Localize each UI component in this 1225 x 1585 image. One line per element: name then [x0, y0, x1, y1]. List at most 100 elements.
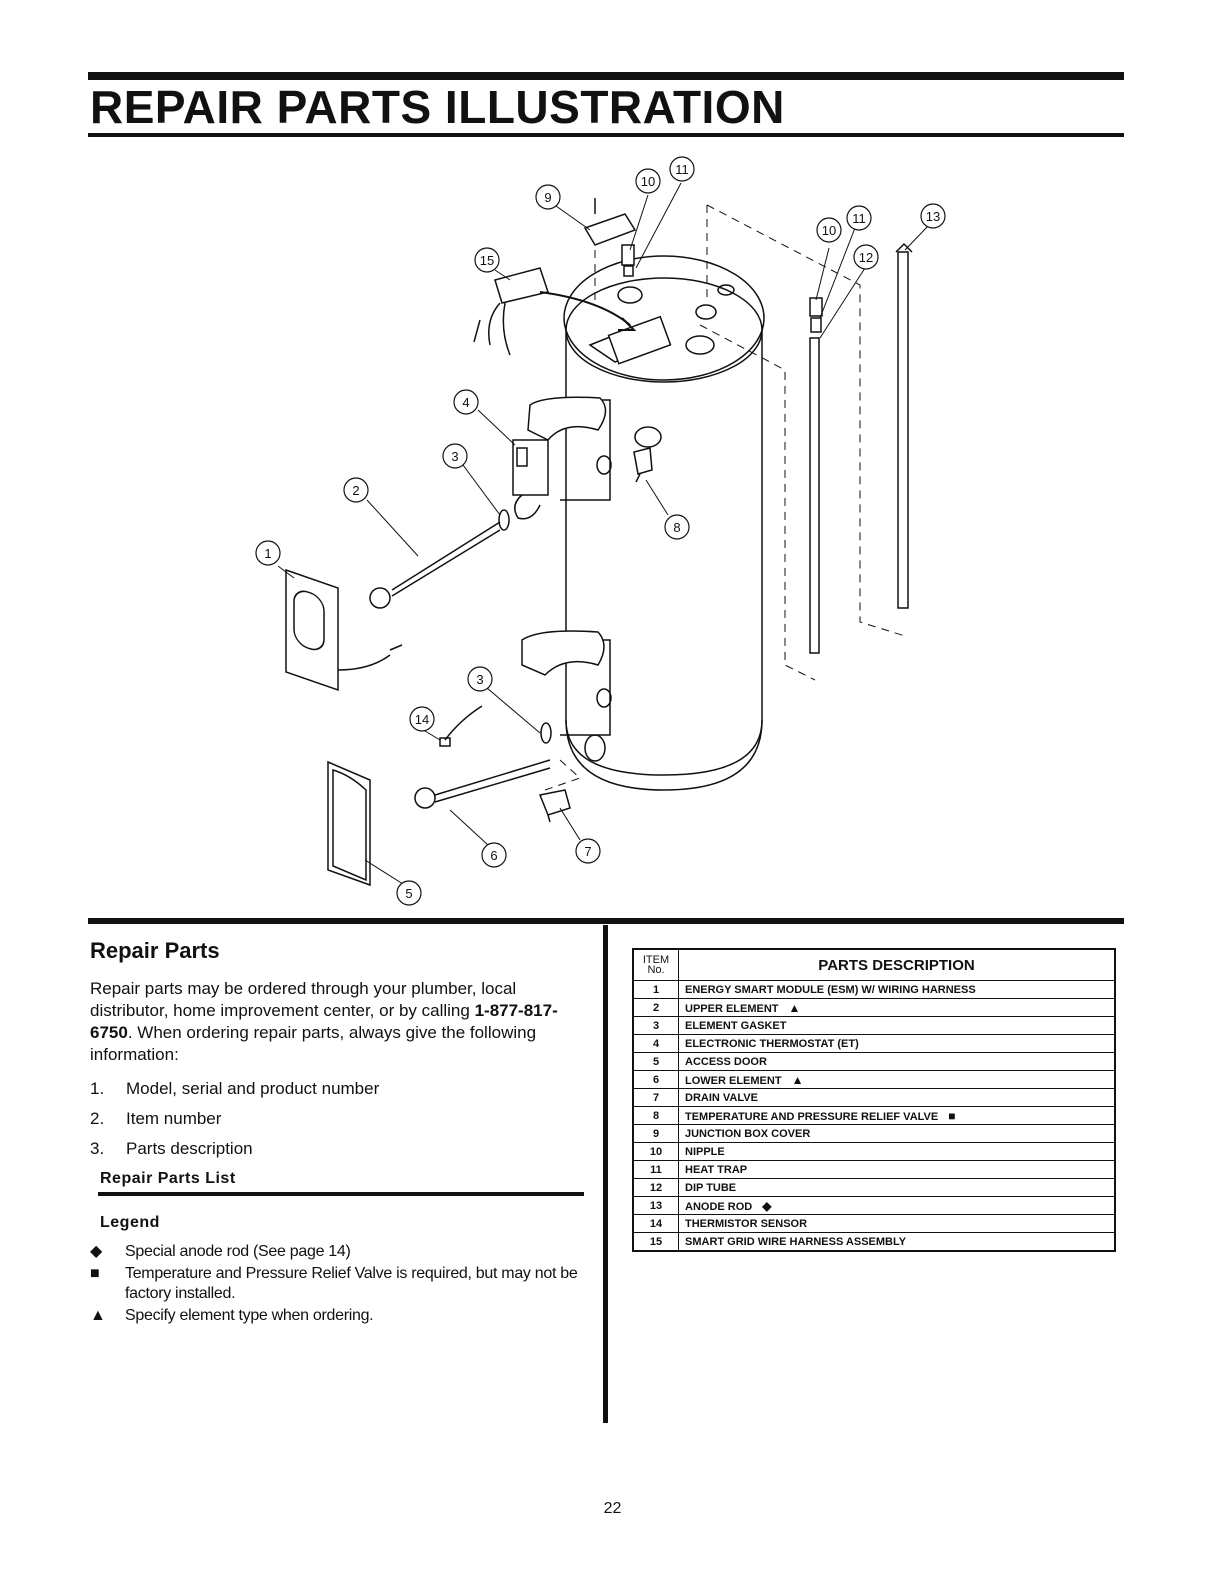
- callout-label: 11: [852, 211, 866, 226]
- upper-gasket: [498, 509, 510, 531]
- junction-cover: [583, 213, 637, 246]
- legend-item: ◆ Special anode rod (See page 14): [90, 1243, 351, 1260]
- callout-9: [535, 184, 561, 210]
- triangle-icon: ▲: [90, 1307, 106, 1324]
- triangle-icon: ▲: [791, 1072, 804, 1087]
- column-divider: [603, 925, 608, 1423]
- tp-valve-port: [634, 426, 662, 448]
- item-number: 9: [632, 1124, 679, 1143]
- callout-3b: [467, 666, 493, 692]
- item-number: 4: [632, 1034, 679, 1053]
- callout-3a: [442, 443, 468, 469]
- tank-top-rim: [565, 277, 763, 383]
- lower-element-port: [596, 688, 612, 708]
- callout-label: 8: [673, 520, 680, 535]
- part-description: ANODE ROD◆: [678, 1196, 1116, 1215]
- callout-14: [409, 706, 435, 732]
- part-description: TEMPERATURE AND PRESSURE RELIEF VALVE■: [678, 1106, 1116, 1125]
- item-number: 3: [632, 1016, 679, 1035]
- list-item: 1.Model, serial and product number: [90, 1079, 380, 1098]
- callout-label: 9: [544, 190, 551, 205]
- page-title: REPAIR PARTS ILLUSTRATION: [90, 81, 785, 133]
- list-item: 2.Item number: [90, 1109, 222, 1128]
- drain-valve: [538, 789, 571, 816]
- top-plate: [607, 315, 672, 365]
- item-number: 14: [632, 1214, 679, 1233]
- top-port: [717, 284, 735, 296]
- callout-label: 11: [675, 162, 689, 177]
- section-rule: [88, 918, 1124, 924]
- item-number: 11: [632, 1160, 679, 1179]
- anode-rod: [897, 251, 909, 609]
- smart-grid-harness: [494, 267, 549, 304]
- part-description: JUNCTION BOX COVER: [678, 1124, 1116, 1143]
- esm-module: [285, 568, 339, 692]
- repair-parts-intro: Repair parts may be ordered through your…: [90, 979, 558, 1064]
- part-description: DIP TUBE: [678, 1178, 1116, 1197]
- part-description: NIPPLE: [678, 1142, 1116, 1161]
- side-heat-trap: [810, 317, 822, 333]
- part-description: UPPER ELEMENT▲: [678, 998, 1116, 1017]
- esm-display: [293, 590, 325, 651]
- top-heat-trap: [623, 265, 634, 277]
- part-description: HEAT TRAP: [678, 1160, 1116, 1179]
- callout-2: [343, 477, 369, 503]
- item-number: 10: [632, 1142, 679, 1161]
- top-fitting-right: [685, 335, 715, 355]
- tp-valve: [633, 447, 653, 475]
- item-number: 2: [632, 998, 679, 1017]
- tank-body: [565, 330, 763, 791]
- callout-label: 3: [451, 449, 458, 464]
- part-description: LOWER ELEMENT▲: [678, 1070, 1116, 1089]
- callout-label: 1: [264, 546, 271, 561]
- callout-label: 15: [480, 253, 494, 268]
- callout-1: [255, 540, 281, 566]
- callout-label: 13: [926, 209, 940, 224]
- callout-10a: [635, 168, 661, 194]
- lower-insulation-flap: [521, 630, 605, 676]
- lower-gasket: [540, 722, 552, 744]
- callout-10b: [816, 217, 842, 243]
- part-description: ELECTRONIC THERMOSTAT (ET): [678, 1034, 1116, 1053]
- part-description: DRAIN VALVE: [678, 1088, 1116, 1107]
- callout-5: [396, 880, 422, 906]
- drain-port: [584, 734, 606, 762]
- callout-label: 3: [476, 672, 483, 687]
- legend-item: ■ Temperature and Pressure Relief Valve …: [90, 1265, 578, 1302]
- thermistor-sensor: [444, 705, 483, 741]
- item-number: 15: [632, 1232, 679, 1252]
- callout-4: [453, 389, 479, 415]
- part-description: ACCESS DOOR: [678, 1052, 1116, 1071]
- upper-element-port: [596, 455, 612, 475]
- callout-label: 12: [859, 250, 873, 265]
- water-heater-exploded-diagram: 1 2 3 3 4 5 6 7 8 9 10 11 10 11 12 13 14…: [255, 156, 946, 906]
- repair-parts-list-heading: Repair Parts List: [100, 1170, 236, 1187]
- lower-element: [434, 759, 551, 803]
- part-description: THERMISTOR SENSOR: [678, 1214, 1116, 1233]
- callout-label: 10: [822, 223, 836, 238]
- part-description: SMART GRID WIRE HARNESS ASSEMBLY: [678, 1232, 1116, 1252]
- page-number: 22: [603, 1500, 622, 1517]
- item-number: 7: [632, 1088, 679, 1107]
- access-door: [327, 760, 371, 887]
- repair-parts-section: Repair Parts Repair parts may be ordered…: [90, 938, 595, 1328]
- dip-tube: [809, 337, 820, 654]
- callout-label: 10: [641, 174, 655, 189]
- legend-item: ▲ Specify element type when ordering.: [90, 1307, 374, 1324]
- callout-7: [575, 838, 601, 864]
- callout-6: [481, 842, 507, 868]
